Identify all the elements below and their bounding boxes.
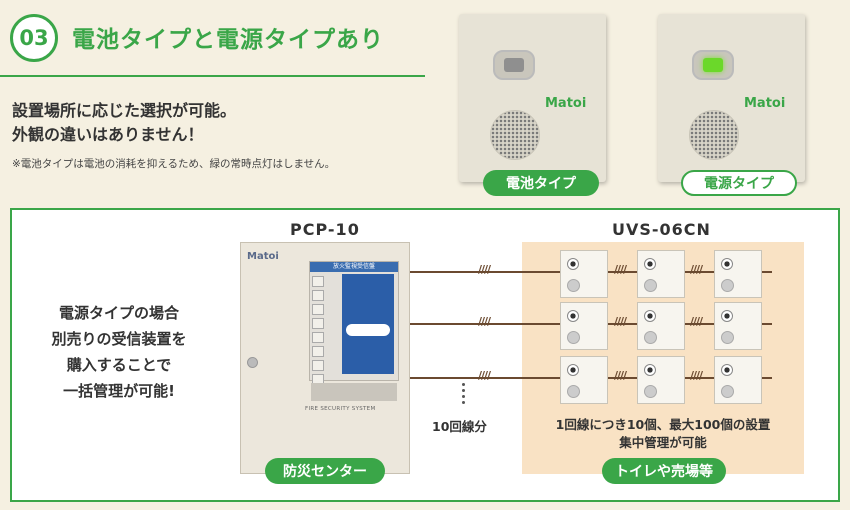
central-management-text: 電源タイプの場合 別売りの受信装置を 購入することで 一括管理が可能! [38, 300, 200, 404]
uvs-unit-icon [637, 356, 685, 404]
receiver-panel-image: Matoi 放火監視受信盤 FIRE SECURITY SYSTEM [240, 242, 410, 474]
wire-break-mark: //// [690, 369, 703, 382]
capacity-caption: 1回線につき10個、最大100個の設置 [555, 417, 771, 432]
signal-wire [410, 377, 560, 379]
battery-type-label: 電池タイプ [483, 170, 599, 196]
lead-line-1: 設置場所に応じた選択が可能。 [12, 101, 237, 120]
title-underline [0, 75, 425, 77]
wire-break-mark: //// [478, 315, 491, 328]
wire-break-mark: //// [614, 315, 627, 328]
wire-break-mark: //// [614, 263, 627, 276]
section-number-badge: 03 [10, 14, 58, 62]
signal-wire [410, 271, 560, 273]
indicator-lamp [692, 50, 734, 80]
lamp-off-icon [504, 58, 524, 72]
power-type-label: 電源タイプ [681, 170, 797, 196]
wire-break-mark: //// [614, 369, 627, 382]
signal-wire [608, 323, 772, 325]
matoi-logo: Matoi [545, 96, 587, 111]
uvs-unit-icon [714, 302, 762, 350]
signal-wire [410, 323, 560, 325]
pcp-model-title: PCP-10 [290, 220, 360, 239]
speaker-grille-icon [490, 110, 540, 160]
disaster-center-label: 防災センター [265, 458, 385, 484]
uvs-unit-icon [560, 250, 608, 298]
line-indicators [312, 276, 326, 388]
capacity-caption-2: 集中管理が可能 [619, 435, 707, 450]
left-text-line: 購入することで [66, 356, 172, 374]
lamp-on-icon [703, 58, 723, 72]
speaker-grille-icon [689, 110, 739, 160]
battery-note: ※電池タイプは電池の消耗を抑えるため、緑の常時点灯はしません。 [12, 158, 336, 170]
left-text-line: 別売りの受信装置を [51, 330, 187, 348]
uvs-unit-icon [714, 250, 762, 298]
wire-break-mark: //// [690, 263, 703, 276]
panel-screen [342, 274, 394, 374]
uvs-unit-icon [637, 250, 685, 298]
uvs-unit-icon [714, 356, 762, 404]
left-text-line: 一括管理が可能! [63, 382, 175, 400]
power-type-device-image: Matoi [658, 14, 805, 182]
section-title: 電池タイプと電源タイプあり [72, 27, 384, 53]
toilet-store-label: トイレや売場等 [602, 458, 726, 484]
battery-type-device-image: Matoi [459, 14, 606, 182]
control-panel: 放火監視受信盤 [309, 261, 399, 385]
panel-logo: Matoi [247, 251, 279, 262]
wire-break-mark: //// [478, 263, 491, 276]
signal-wire [608, 377, 772, 379]
left-text-line: 電源タイプの場合 [58, 304, 179, 322]
lead-line-2: 外観の違いはありません！ [12, 125, 204, 144]
more-lines-ellipsis-icon [462, 383, 465, 407]
panel-grille [311, 383, 397, 401]
uvs-unit-icon [560, 356, 608, 404]
panel-button-icon [346, 324, 390, 336]
panel-title: 放火監視受信盤 [310, 262, 398, 272]
signal-wire [608, 271, 772, 273]
line-count-label: 10回線分 [432, 419, 487, 434]
uvs-model-title: UVS-06CN [612, 220, 711, 239]
panel-key-icon [247, 357, 258, 368]
wire-break-mark: //// [478, 369, 491, 382]
wire-break-mark: //// [690, 315, 703, 328]
matoi-logo: Matoi [744, 96, 786, 111]
indicator-lamp [493, 50, 535, 80]
uvs-unit-icon [637, 302, 685, 350]
uvs-unit-icon [560, 302, 608, 350]
panel-system-text: FIRE SECURITY SYSTEM [305, 406, 376, 412]
